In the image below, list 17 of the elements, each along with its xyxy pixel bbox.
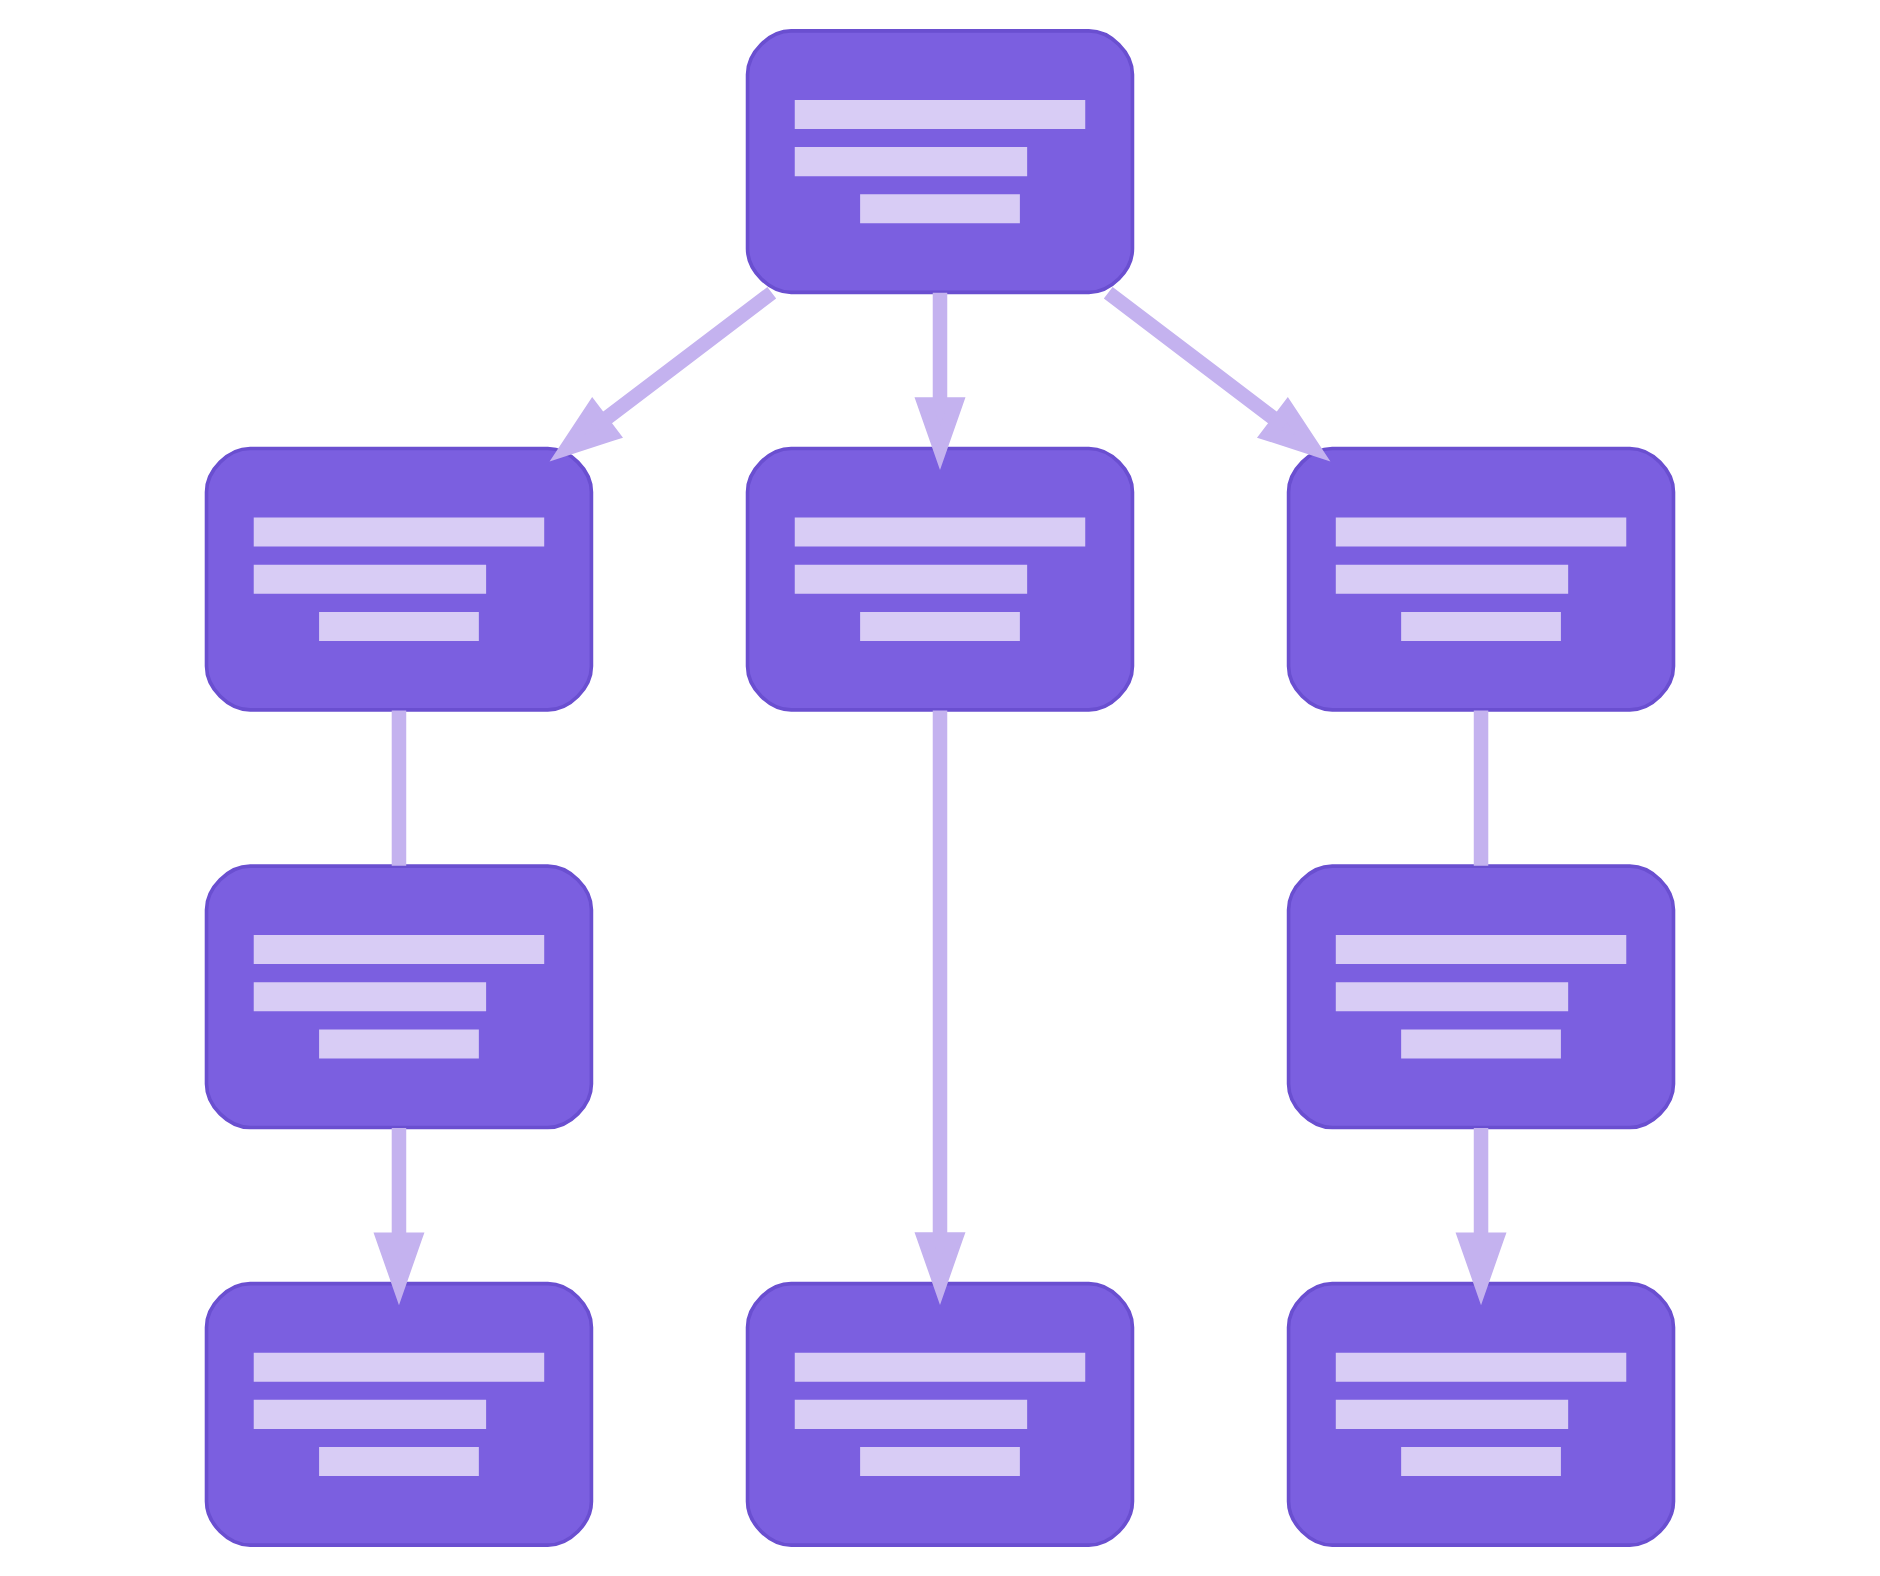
node-box (1286, 446, 1676, 712)
connector (391, 710, 407, 866)
arrow (373, 1128, 425, 1306)
arrow (549, 287, 777, 462)
node-box (204, 1281, 594, 1547)
arrow (914, 710, 966, 1305)
arrow (1455, 1128, 1507, 1306)
arrow (1103, 287, 1331, 462)
node-box (745, 1281, 1135, 1547)
node-box (745, 446, 1135, 712)
arrow (914, 292, 966, 471)
node-box (204, 864, 594, 1130)
node-box (1286, 1281, 1676, 1547)
node-box (204, 446, 594, 712)
node-box (745, 29, 1135, 295)
node-box (1286, 864, 1676, 1130)
connector (1473, 710, 1489, 866)
